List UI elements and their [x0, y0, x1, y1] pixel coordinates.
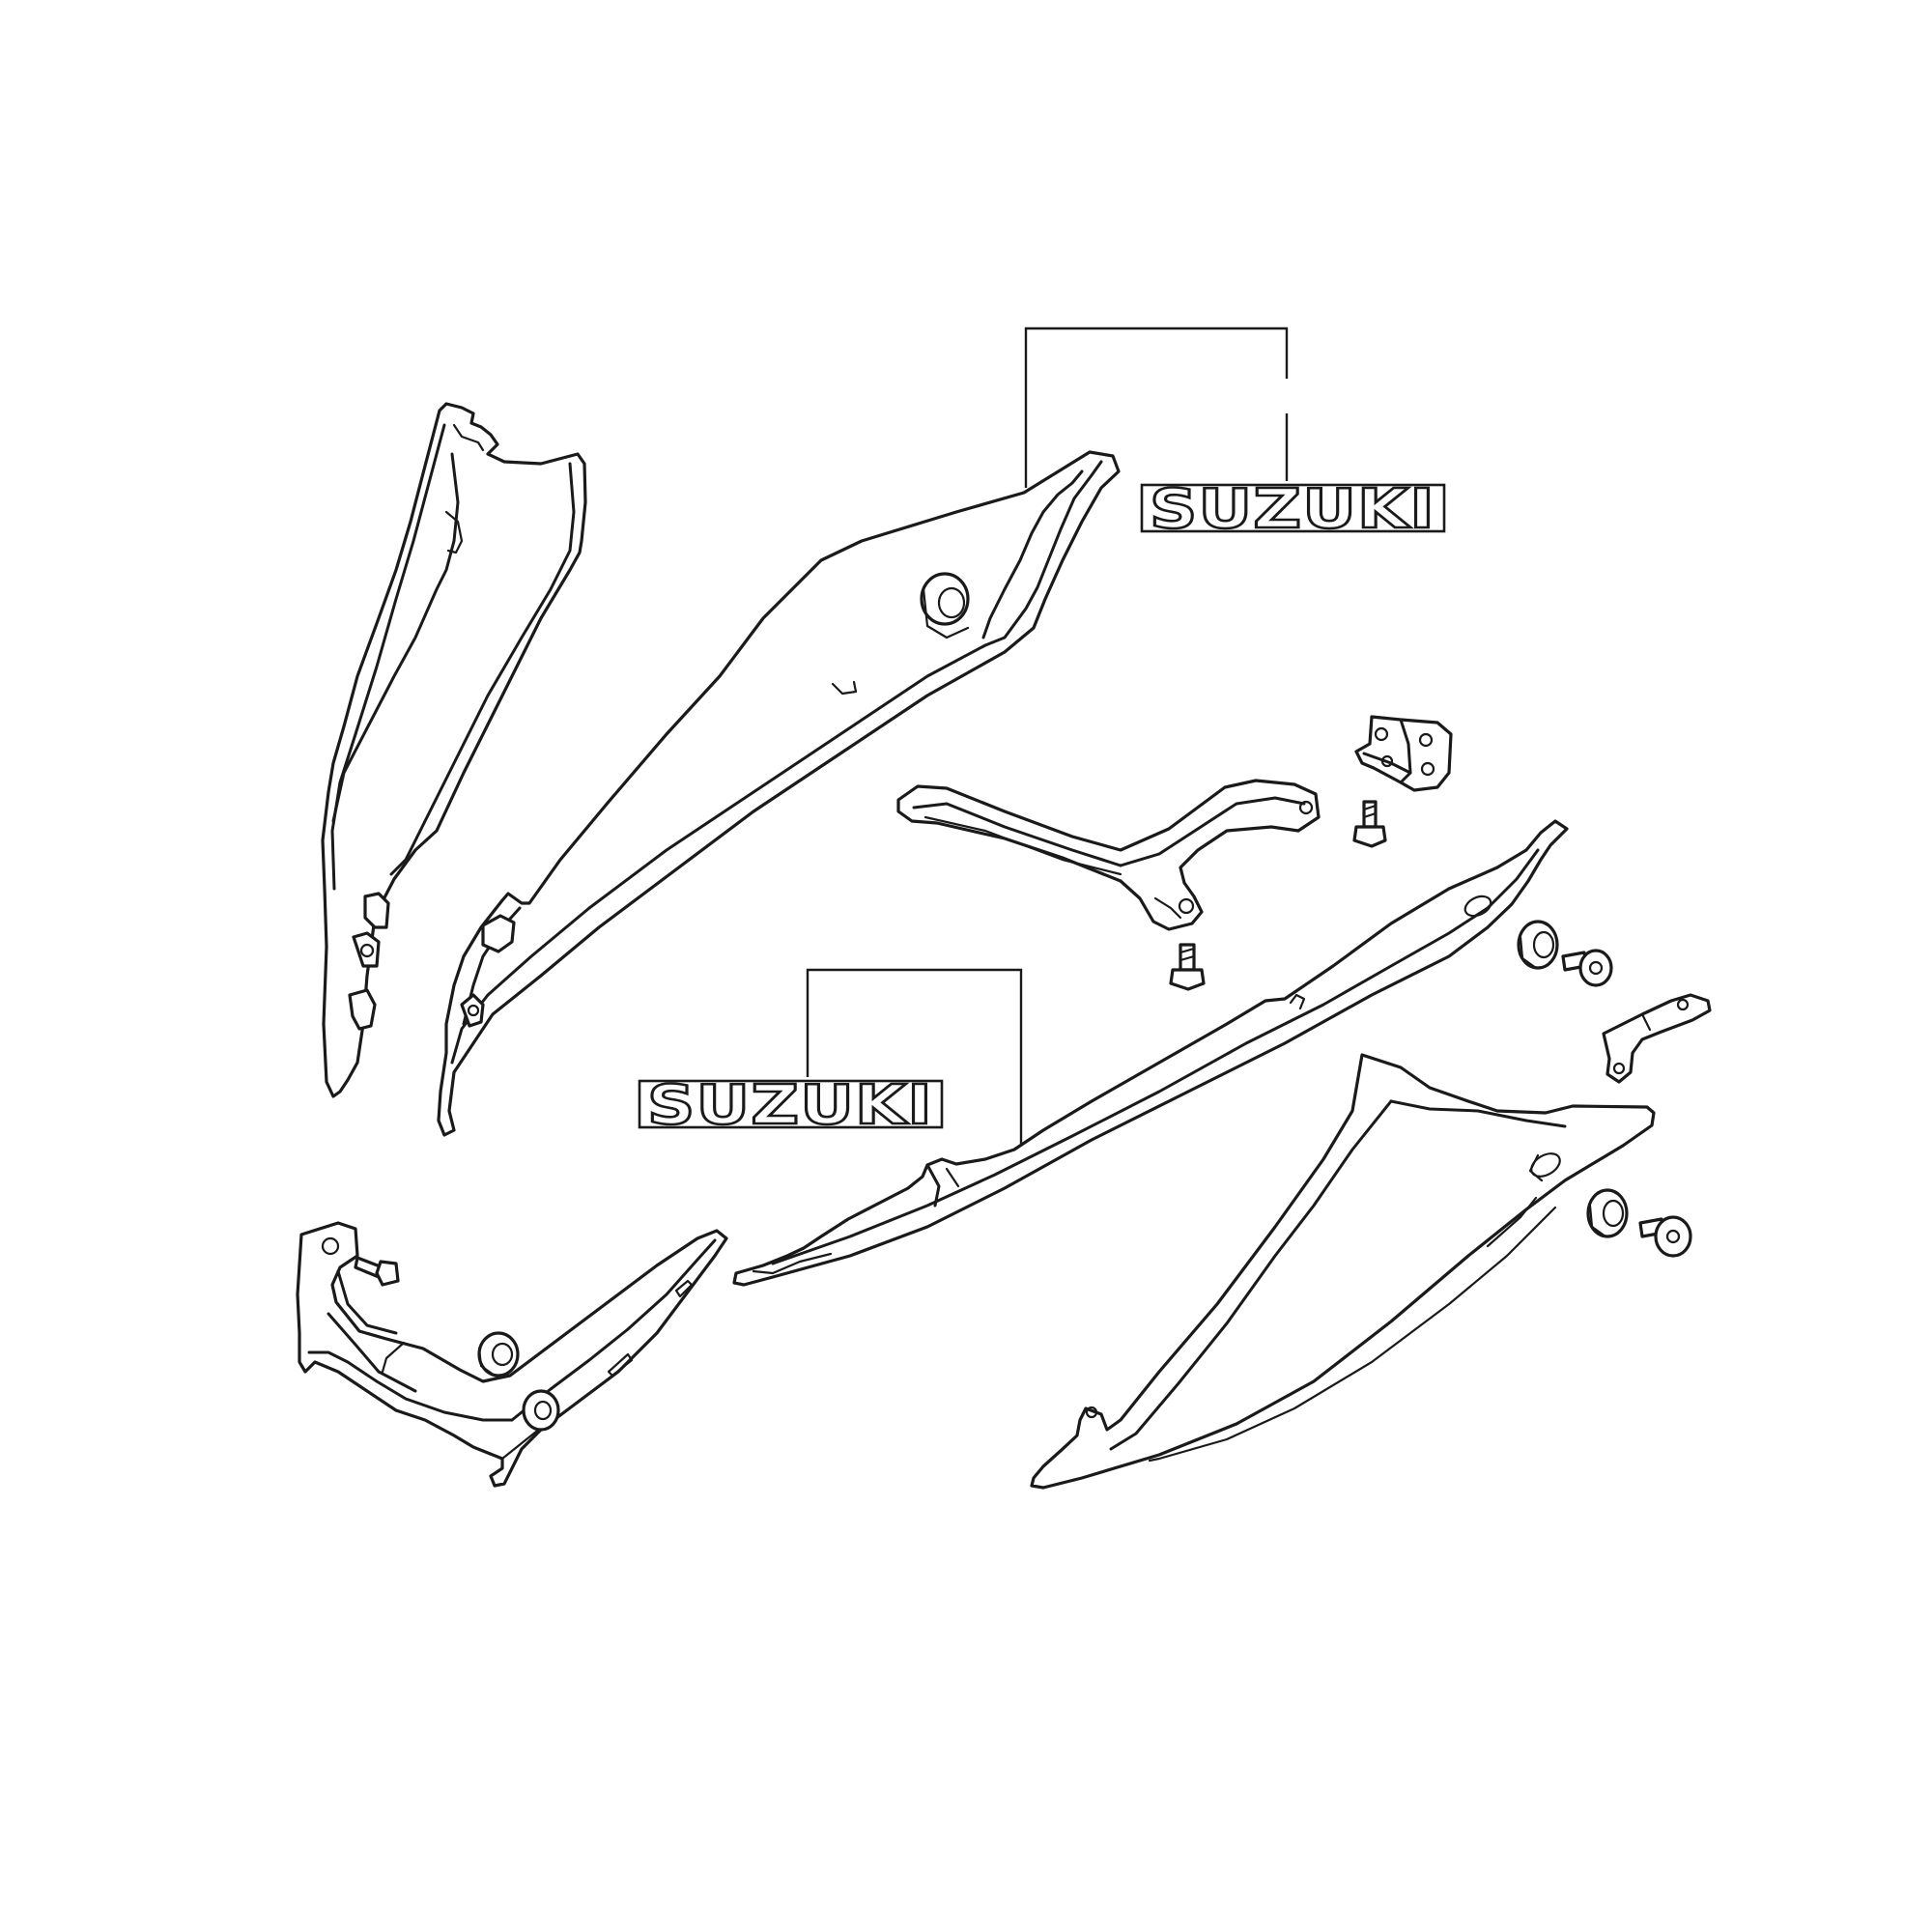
- lower-front-cowling: [296, 1221, 728, 1488]
- screw-4: [1561, 949, 1613, 987]
- lower-side-cowling: [732, 819, 1569, 1287]
- decal-upper-frame: [1140, 483, 1446, 533]
- cowling-brace: [896, 779, 1321, 931]
- leader-upper-decal: [1024, 327, 1289, 488]
- decal-lower: SUZUKI: [638, 1073, 944, 1138]
- upper-side-cowling: [437, 450, 1121, 1137]
- small-bracket-right: [1602, 993, 1712, 1084]
- leader-lines: [806, 327, 1289, 1154]
- screw-5: [1638, 1215, 1692, 1258]
- screws: [354, 800, 1692, 1287]
- screw-1: [1352, 800, 1387, 848]
- decal-upper: SUZUKI: [1140, 477, 1446, 542]
- decal-upper-text: SUZUKI: [1150, 478, 1435, 541]
- screw-2: [1169, 943, 1206, 991]
- decal-lower-frame: [638, 1079, 944, 1129]
- grommet-upper-right: [1517, 920, 1559, 970]
- grommet-lower-right: [1586, 1188, 1629, 1238]
- front-side-cowling-inner: [321, 402, 587, 1098]
- decal-lower-text: SUZUKI: [647, 1074, 933, 1137]
- mounting-bracket-upper: [1354, 715, 1453, 792]
- leader-lower-decal: [806, 968, 1023, 1154]
- cushion-grommets: [1517, 920, 1629, 1238]
- under-cowling: [1030, 1053, 1656, 1490]
- screw-3: [354, 1256, 400, 1287]
